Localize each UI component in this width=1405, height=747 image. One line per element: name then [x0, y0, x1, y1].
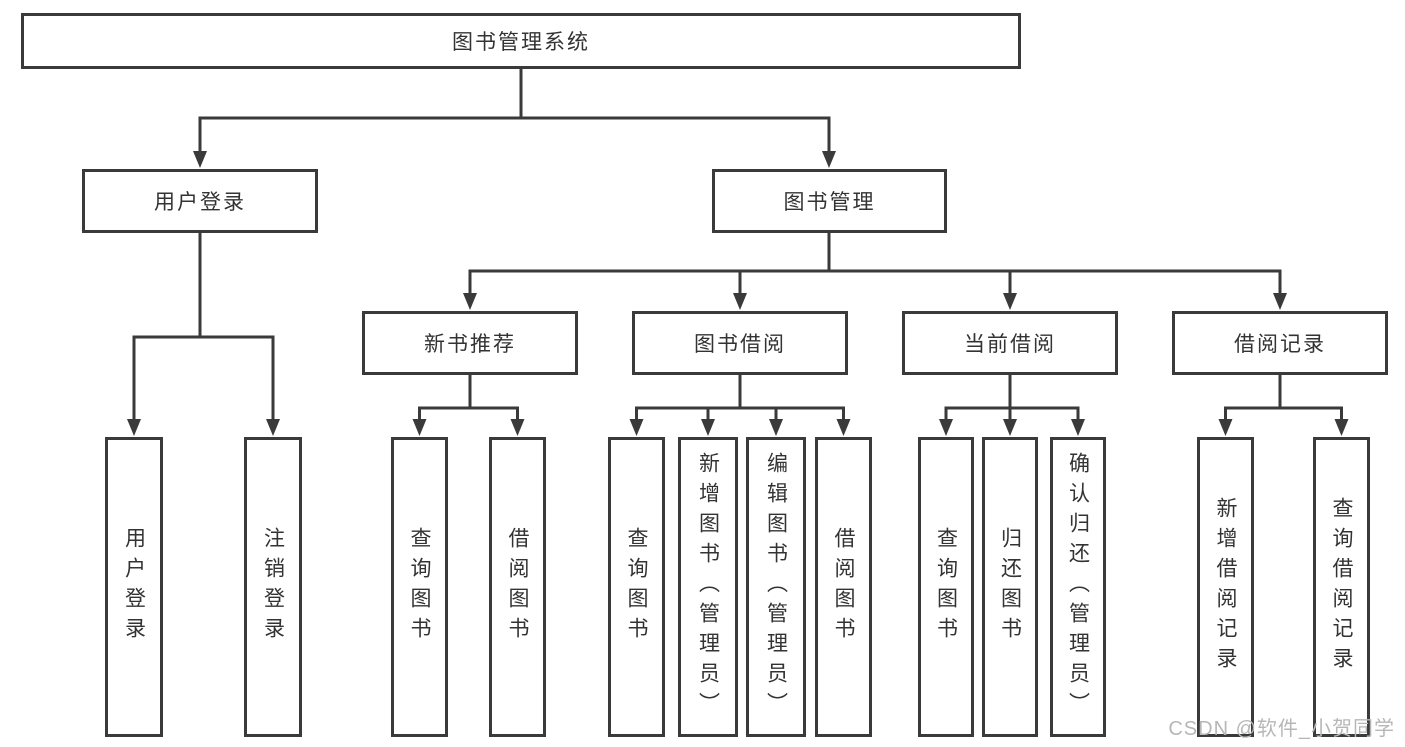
watermark-text: CSDN @软件_小贺同学: [1168, 718, 1395, 740]
connector-root: [193, 67, 836, 168]
node-book-management: 图书管理: [712, 169, 947, 233]
leaf-label: 查询图书: [408, 527, 431, 647]
leaf-query-borrow-record: 查询借阅记录: [1313, 437, 1370, 737]
leaf-label: 编辑图书（管理员）: [764, 452, 788, 722]
node-library-system: 图书管理系统: [21, 13, 1021, 69]
leaf-logout-login: 注销登录: [244, 437, 302, 737]
leaf-label: 注销登录: [261, 527, 285, 647]
leaf-label: 新增借阅记录: [1214, 497, 1237, 677]
node-new-book-recommend: 新书推荐: [362, 311, 578, 375]
node-current-borrowing: 当前借阅: [902, 311, 1118, 375]
leaf-user-login: 用户登录: [105, 437, 163, 737]
leaf-label: 借阅图书: [506, 527, 529, 647]
leaf-label: 新增图书（管理员）: [696, 452, 720, 722]
leaf-add-borrow-record: 新增借阅记录: [1197, 437, 1254, 737]
node-user-login: 用户登录: [82, 169, 318, 233]
leaf-label: 查询图书: [625, 527, 648, 647]
leaf-label: 确认归还（管理员）: [1066, 452, 1090, 722]
leaf-borrow-books-recommend: 借阅图书: [489, 437, 546, 737]
leaf-query-books-current: 查询图书: [918, 437, 974, 737]
node-book-borrowing: 图书借阅: [632, 311, 848, 375]
leaf-query-books-recommend: 查询图书: [391, 437, 448, 737]
node-borrow-records: 借阅记录: [1172, 311, 1388, 375]
leaf-label: 查询图书: [934, 527, 958, 647]
leaf-borrow-books: 借阅图书: [815, 437, 872, 737]
leaf-label: 用户登录: [122, 527, 146, 647]
leaf-label: 归还图书: [998, 527, 1022, 647]
leaf-query-books-borrowing: 查询图书: [608, 437, 665, 737]
leaf-confirm-return-admin: 确认归还（管理员）: [1050, 437, 1106, 737]
connector-book-management: [463, 231, 1287, 310]
connector-current-borrowing: [939, 373, 1085, 436]
connector-new-book-recommend: [412, 373, 525, 436]
leaf-add-books-admin: 新增图书（管理员）: [678, 437, 738, 737]
leaf-return-books: 归还图书: [982, 437, 1038, 737]
leaf-edit-books-admin: 编辑图书（管理员）: [746, 437, 806, 737]
leaf-label: 查询借阅记录: [1330, 497, 1353, 677]
leaf-label: 借阅图书: [832, 527, 855, 647]
connector-user-login: [127, 231, 280, 436]
connector-book-borrowing: [629, 373, 851, 436]
connector-borrow-records: [1218, 373, 1349, 436]
